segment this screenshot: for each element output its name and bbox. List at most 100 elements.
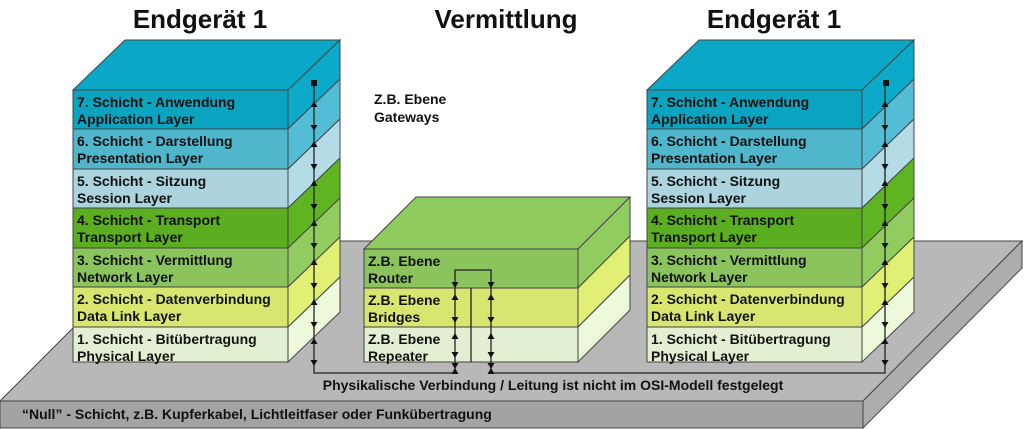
layer-front-face — [72, 286, 289, 328]
layer-front-face — [646, 168, 863, 209]
layer-label-line1: Z.B. Ebene — [368, 292, 441, 308]
arrow-down-icon — [881, 322, 889, 328]
layer-front-face — [363, 248, 579, 289]
layer-label-line2: Data Link Layer — [651, 308, 756, 324]
arrow-down-icon — [881, 164, 889, 170]
arrow-up-icon — [310, 141, 318, 147]
arrow-up-icon — [487, 368, 495, 374]
connection-line — [313, 84, 886, 374]
layer-label-line2: Physical Layer — [651, 348, 750, 364]
arrow-up-icon — [310, 101, 318, 107]
layer-label-line1: 3. Schicht - Vermittlung — [651, 252, 807, 268]
arrow-up-icon — [310, 259, 318, 265]
layer-label-line2: Presentation Layer — [651, 150, 778, 166]
arrow-down-icon — [487, 282, 495, 288]
arrow-up-icon — [881, 141, 889, 147]
layer-front-face — [72, 168, 289, 209]
layer-label-line2: Session Layer — [77, 190, 172, 206]
layer-label-line1: 3. Schicht - Vermittlung — [77, 252, 233, 268]
arrow-up-icon — [310, 220, 318, 226]
layer-front-face — [72, 128, 289, 170]
arrow-down-icon — [451, 352, 459, 358]
layer-front-face — [72, 89, 289, 130]
layer-label-line2: Transport Layer — [651, 229, 757, 245]
arrow-down-icon — [487, 352, 495, 358]
layer-label-line1: 5. Schicht - Sitzung — [77, 173, 206, 189]
arrow-up-icon — [881, 220, 889, 226]
arrow-down-icon — [310, 164, 318, 170]
layer-front-face — [72, 326, 289, 363]
arrow-down-icon — [310, 283, 318, 289]
arrow-down-icon — [451, 363, 459, 369]
layer-label-line1: Z.B. Ebene — [368, 253, 441, 269]
layer-label-line2: Session Layer — [651, 190, 746, 206]
layer-front-face — [72, 247, 289, 288]
layer-label-line2: Application Layer — [651, 111, 769, 127]
arrow-down-icon — [881, 243, 889, 249]
layer-label-line2: Bridges — [368, 309, 420, 325]
layer-label-line1: 2. Schicht - Datenverbindung — [77, 291, 271, 307]
layer-label-line2: Network Layer — [651, 269, 748, 285]
platform-side — [862, 239, 1023, 429]
layer-label-line1: 6. Schicht - Darstellung — [651, 133, 807, 149]
arrow-down-icon — [310, 125, 318, 131]
arrow-up-icon — [881, 299, 889, 305]
layer-label-line1: 7. Schicht - Anwendung — [77, 94, 235, 110]
connection-lines — [310, 80, 889, 374]
layer-label-line2: Data Link Layer — [77, 308, 182, 324]
layer-label-line1: 1. Schicht - Bitübertragung — [651, 331, 831, 347]
arrow-down-icon — [310, 322, 318, 328]
physical-connection-note: Physikalische Verbindung / Leitung ist n… — [323, 377, 784, 393]
arrow-up-icon — [881, 101, 889, 107]
title-switching: Vermittlung — [434, 4, 577, 34]
arrow-up-icon — [881, 259, 889, 265]
arrow-up-icon — [881, 338, 889, 344]
arrow-down-icon — [881, 283, 889, 289]
arrow-up-icon — [487, 333, 495, 339]
layer-label-line1: 1. Schicht - Bitübertragung — [77, 331, 257, 347]
arrow-up-icon — [451, 368, 459, 374]
layer-label-line2: Physical Layer — [77, 348, 176, 364]
layer-label-line1: 2. Schicht - Datenverbindung — [651, 291, 845, 307]
arrow-up-icon — [310, 180, 318, 186]
gateway-note-line2: Gateways — [374, 109, 440, 125]
layer-front-face — [646, 247, 863, 288]
layer-label-line1: Z.B. Ebene — [368, 331, 441, 347]
layer-label-line2: Router — [368, 270, 414, 286]
title-right-device: Endgerät 1 — [707, 4, 841, 34]
arrow-up-icon — [310, 299, 318, 305]
layer-label-line2: Presentation Layer — [77, 150, 204, 166]
layer-label-line2: Network Layer — [77, 269, 174, 285]
layer-label-line2: Transport Layer — [77, 229, 183, 245]
arrow-down-icon — [487, 363, 495, 369]
arrow-up-icon — [310, 338, 318, 344]
layer-label-line2: Repeater — [368, 348, 428, 364]
layer-label-line1: 5. Schicht - Sitzung — [651, 173, 780, 189]
arrow-down-icon — [310, 360, 318, 366]
layer-label-line2: Application Layer — [77, 111, 195, 127]
layer-front-face — [646, 128, 863, 170]
arrow-up-icon — [451, 333, 459, 339]
layer-label-line1: 7. Schicht - Anwendung — [651, 94, 809, 110]
arrow-down-icon — [487, 317, 495, 323]
arrow-down-icon — [310, 204, 318, 210]
layer-label-line1: 4. Schicht - Transport — [651, 212, 794, 228]
title-left-device: Endgerät 1 — [133, 4, 267, 34]
null-layer-label: “Null” - Schicht, z.B. Kupferkabel, Lich… — [22, 406, 492, 422]
arrow-up-icon — [487, 294, 495, 300]
layer-front-face — [646, 326, 863, 363]
start-marker-icon — [883, 80, 889, 86]
arrow-up-icon — [881, 180, 889, 186]
arrow-down-icon — [881, 360, 889, 366]
gateway-note-line1: Z.B. Ebene — [374, 91, 447, 107]
arrow-down-icon — [881, 204, 889, 210]
arrow-down-icon — [451, 317, 459, 323]
layer-label-line1: 4. Schicht - Transport — [77, 212, 220, 228]
arrow-up-icon — [451, 294, 459, 300]
layer-front-face — [646, 89, 863, 130]
layer-front-face — [646, 286, 863, 328]
layer-label-line1: 6. Schicht - Darstellung — [77, 133, 233, 149]
